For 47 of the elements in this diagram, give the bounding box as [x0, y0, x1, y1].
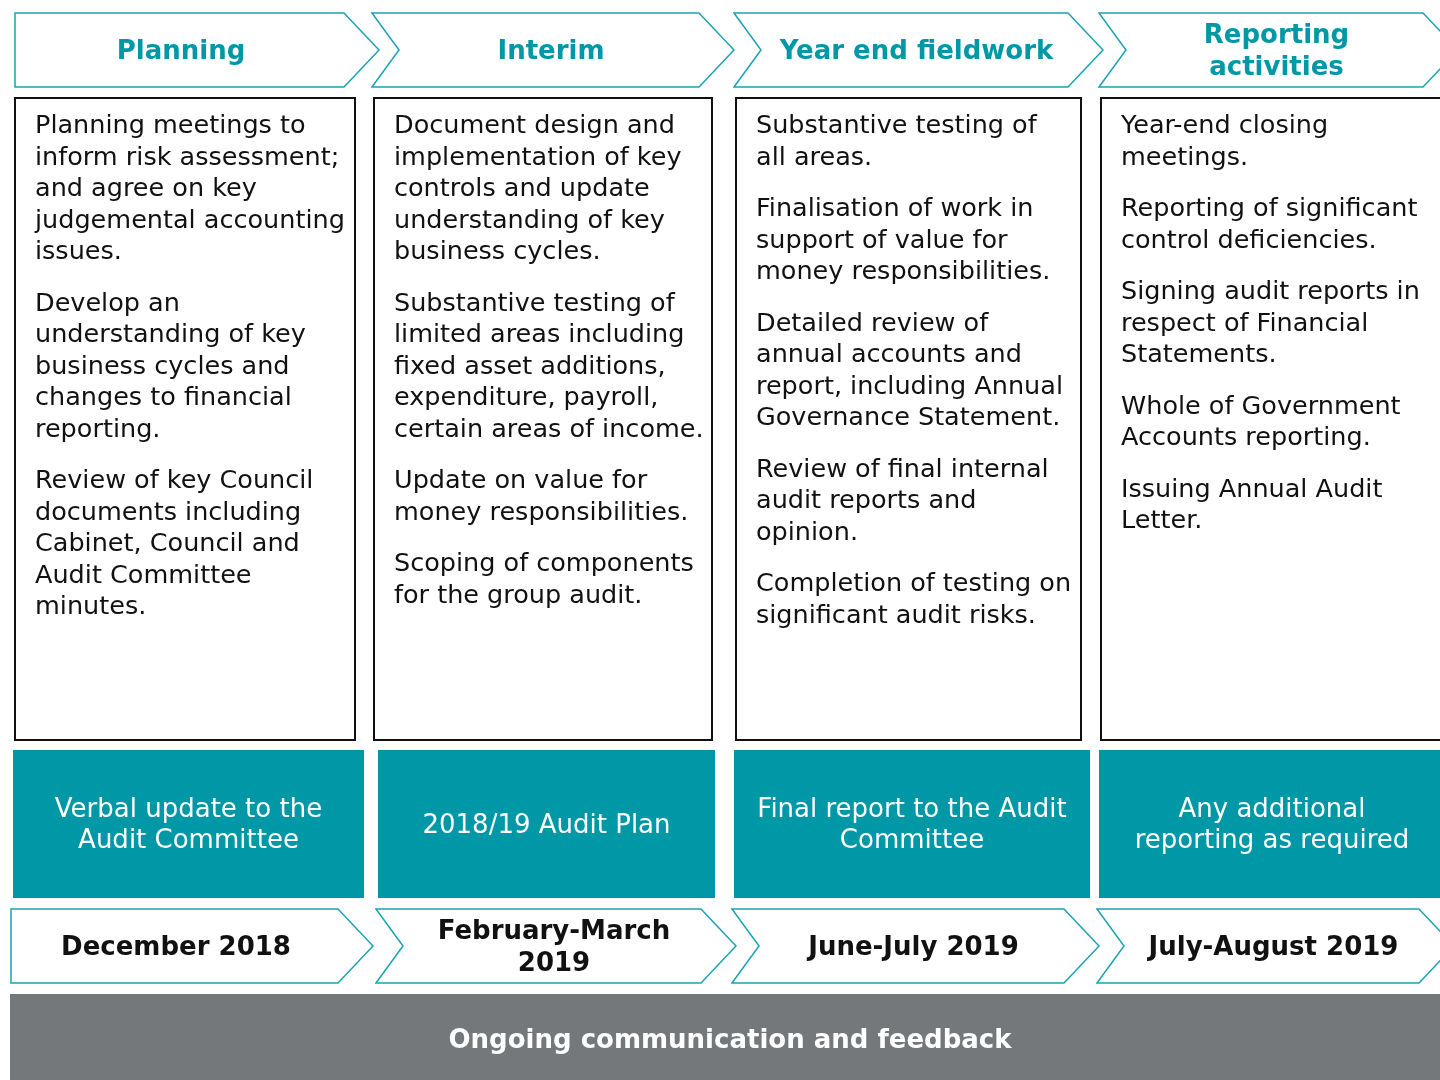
step-title: December 2018 [61, 930, 291, 962]
chevron-step [733, 12, 1104, 88]
deliverable-text: 2018/19 Audit Plan [422, 808, 671, 840]
description-text: Year-end closing meetings. [1121, 109, 1330, 172]
description-text: Update on value for money responsibilities. [394, 464, 690, 527]
description-text: Review of key Council documents including Cabinet, Council and Audit Committee minutes. [35, 464, 315, 622]
description-text: Finalisation of work in support of value for money responsibilities. [756, 192, 1052, 287]
description-text: Signing audit reports in respect of Financial Statements. [1121, 275, 1421, 370]
step-title: Reporting activities [1202, 18, 1351, 82]
step-title: Interim [497, 34, 605, 66]
deliverable-text: Any additional reporting as required [1133, 793, 1411, 855]
description-text: Substantive testing of limited areas including fixed asset additions, expenditure, payroll, certain areas of income. [394, 286, 705, 444]
description-text: Review of final internal audit reports and opinion. [756, 452, 1050, 547]
description-text: Detailed review of annual accounts and report, including Annual Governance Statement. [756, 306, 1064, 433]
description-text: Develop an understanding of key business cycles and changes to financial reporting. [35, 286, 307, 444]
banner-text: Ongoing communication and feedback [448, 1024, 1012, 1054]
banner-bar [10, 994, 1440, 1080]
deliverable-box [13, 750, 364, 898]
chevron-step [14, 12, 380, 88]
step-title: June-July 2019 [808, 930, 1019, 962]
description-text: Substantive testing of all areas. [756, 109, 1039, 172]
description-text: Planning meetings to inform risk assessment; and agree on key judgemental accounting issues. [35, 109, 346, 267]
phase-box [1100, 97, 1440, 741]
chevron-step [1098, 12, 1440, 88]
deliverable-box [378, 750, 715, 898]
chevron-step [371, 12, 735, 88]
deliverable-box [1099, 750, 1440, 898]
description-text: Whole of Government Accounts reporting. [1121, 389, 1402, 453]
description-text: Document design and implementation of key controls and update understanding of key business cycles. [394, 109, 683, 267]
chevron-step [731, 908, 1100, 984]
deliverable-box [734, 750, 1090, 898]
description-text: Scoping of components for the group audit. [394, 547, 695, 610]
description-text: Issuing Annual Audit Letter. [1121, 472, 1384, 536]
step-title: July-August 2019 [1148, 930, 1399, 962]
step-title: February-March 2019 [436, 914, 672, 978]
phase-box [14, 97, 356, 741]
step-title: Planning [116, 34, 246, 66]
chevron-step [1096, 908, 1440, 984]
chevron-step [375, 908, 737, 984]
step-title: Year end fieldwork [779, 34, 1054, 66]
deliverable-text: Verbal update to the Audit Committee [53, 793, 324, 855]
description-text: Completion of testing on significant audit risks. [756, 567, 1073, 630]
phase-box [373, 97, 713, 741]
deliverable-text: Final report to the Audit Committee [756, 793, 1068, 855]
phase-box [735, 97, 1082, 741]
chevron-step [10, 908, 374, 984]
description-text: Reporting of significant control deficiencies. [1121, 192, 1419, 255]
